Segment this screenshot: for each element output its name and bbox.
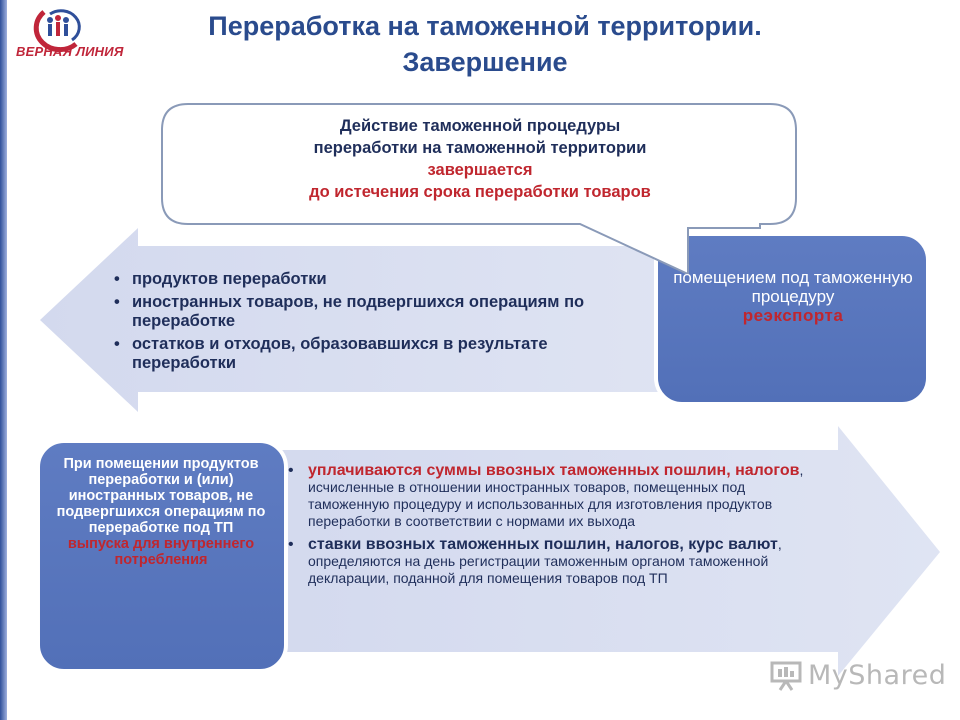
callout-line-4: до истечения срока переработки товаров <box>309 183 651 201</box>
left-box-main: При помещении продуктов переработки и (и… <box>56 456 266 536</box>
title-line-2: Завершение <box>402 47 568 77</box>
presentation-icon <box>770 661 802 691</box>
callout-text: Действие таможенной процедуры переработк… <box>170 115 790 203</box>
watermark: MyShared <box>768 655 946 695</box>
watermark-text: MyShared <box>808 659 947 691</box>
list-item-rest: , исчисленные в отношении иностранных то… <box>308 462 804 529</box>
logo-icon <box>33 9 81 53</box>
list-item: уплачиваются суммы ввозных таможенных по… <box>284 462 824 530</box>
lower-arrow-list: уплачиваются суммы ввозных таможенных по… <box>284 462 824 593</box>
left-box-text: При помещении продуктов переработки и (и… <box>44 456 278 568</box>
list-item: иностранных товаров, не подвергшихся опе… <box>110 293 630 331</box>
right-box-accent: реэкспорта <box>742 306 844 325</box>
right-box-main: помещением под таможенную процедуру <box>673 268 913 306</box>
callout-line-3: завершается <box>427 161 533 179</box>
title-line-1: Переработка на таможенной территории. <box>208 11 762 41</box>
callout-line-1: Действие таможенной процедуры <box>339 117 621 135</box>
list-item-rest: , определяются на день регистрации тамож… <box>308 536 782 586</box>
right-box-text: помещением под таможенную процедуру реэк… <box>662 268 924 325</box>
list-item-bold: ставки ввозных таможенных пошлин, налого… <box>308 536 778 553</box>
callout-line-2: переработки на таможенной территории <box>313 139 647 157</box>
page-title: Переработка на таможенной территории. За… <box>140 8 830 80</box>
left-stripe <box>0 0 7 720</box>
list-item-bold: уплачиваются суммы ввозных таможенных по… <box>308 462 800 479</box>
logo-text: ВЕРНАЯ ЛИНИЯ <box>16 44 124 59</box>
left-box-accent: выпуска для внутреннего потребления <box>67 536 255 568</box>
list-item: остатков и отходов, образовавшихся в рез… <box>110 335 630 373</box>
right-box <box>654 232 930 406</box>
upper-arrow-list: продуктов переработки иностранных товаро… <box>110 270 630 377</box>
callout-bubble <box>161 103 797 276</box>
list-item: ставки ввозных таможенных пошлин, налого… <box>284 536 824 587</box>
list-item: продуктов переработки <box>110 270 630 289</box>
